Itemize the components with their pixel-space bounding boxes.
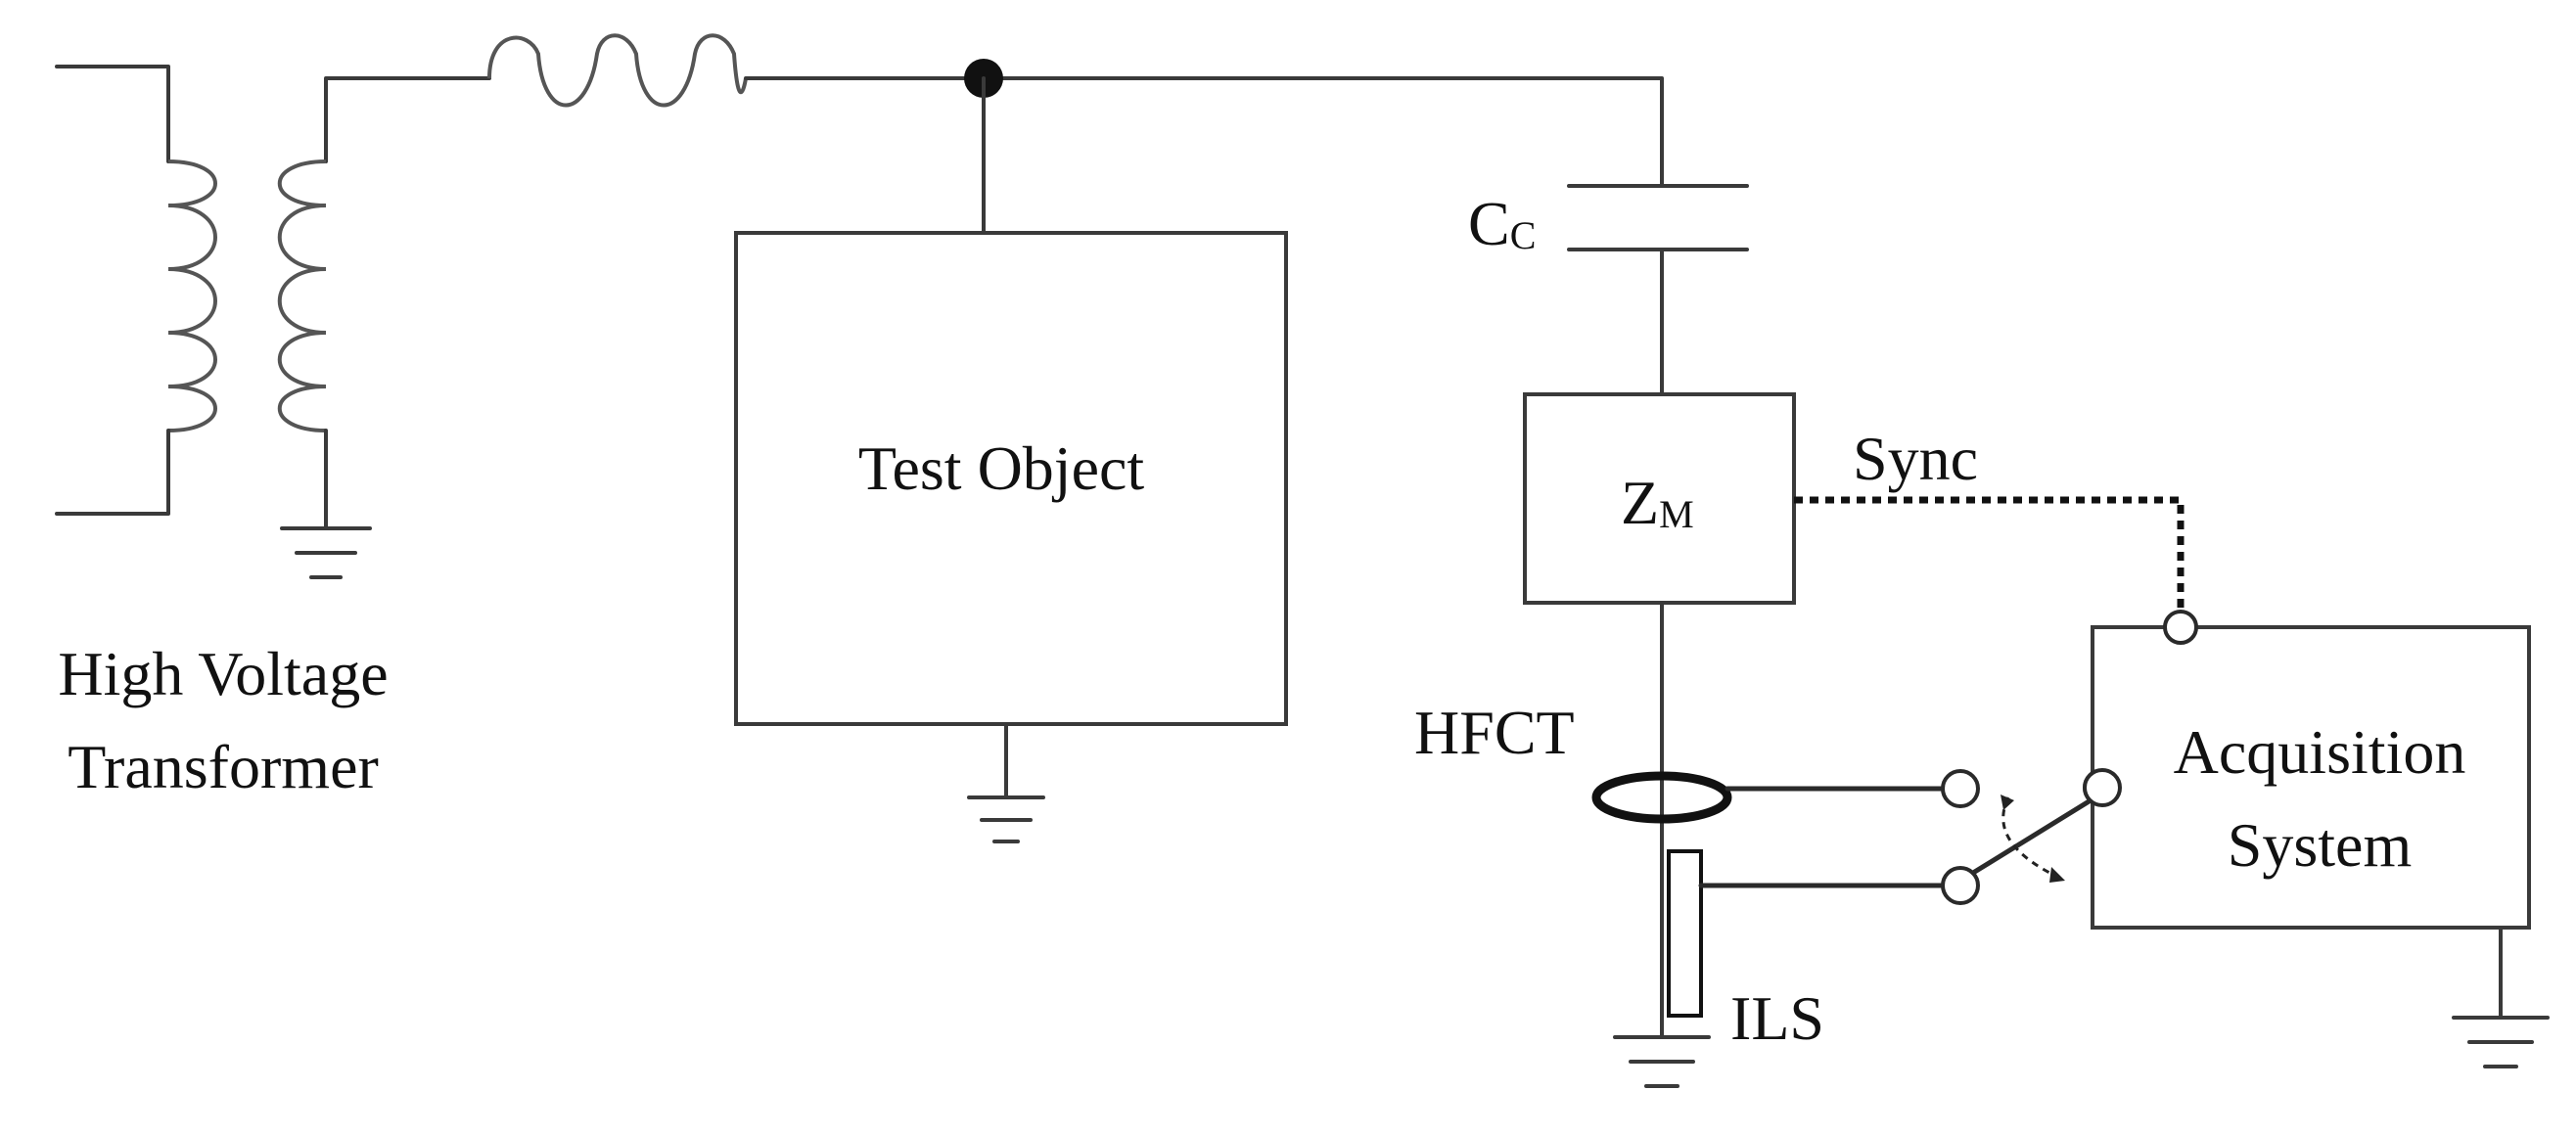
test-object-label: Test Object: [858, 433, 1145, 503]
secondary-lead-top: [324, 76, 491, 163]
test-object: Test Object: [734, 231, 1288, 843]
acquisition-system-box: [2091, 625, 2531, 930]
inductor-coil: [487, 33, 748, 108]
switch-terminal-ils: [1941, 866, 1980, 905]
switch-blade: [1970, 797, 2093, 876]
ils-sensor: ILS: [1667, 849, 1946, 1053]
transformer-label-line2: Transformer: [68, 732, 379, 801]
switch-motion-arrow: [2001, 796, 2056, 878]
ils-label: ILS: [1730, 983, 1824, 1053]
secondary-coil: [277, 159, 327, 432]
transformer-ground-icon: [280, 526, 372, 579]
signal-input-terminal: [2083, 768, 2122, 807]
hfct-ring: [1591, 771, 1732, 824]
hv-bus: [744, 76, 1664, 188]
sync-label: Sync: [1853, 424, 1978, 493]
switch-terminal-hfct: [1941, 769, 1980, 808]
ils-plate: [1667, 849, 1703, 1018]
high-voltage-transformer: High Voltage Transformer: [55, 65, 491, 801]
measuring-impedance-label: ZM: [1621, 468, 1694, 537]
coupling-capacitor-label: CC: [1468, 189, 1536, 258]
acquisition-ground-icon: [2452, 1016, 2550, 1068]
arrowhead-up-icon: [2001, 795, 2014, 810]
test-object-ground-icon: [967, 795, 1045, 843]
series-inductor: [487, 33, 748, 108]
sync-dotted-line: [1794, 496, 2185, 612]
measuring-impedance: ZM: [1523, 392, 1796, 605]
acquisition-label-line1: Acquisition: [2174, 717, 2466, 787]
transformer-label-line1: High Voltage: [58, 639, 388, 708]
coupling-capacitor: CC: [1468, 184, 1749, 396]
sync-input-terminal: [2163, 610, 2198, 645]
primary-lead-top: [55, 65, 170, 163]
primary-coil: [167, 159, 217, 432]
acquisition-system: Acquisition System: [2083, 610, 2550, 1068]
primary-lead-bottom: [55, 429, 170, 516]
hfct-sensor: HFCT: [1414, 698, 1946, 824]
hfct-label: HFCT: [1414, 698, 1575, 767]
arrowhead-down-icon: [2049, 867, 2065, 883]
acquisition-label-line2: System: [2228, 810, 2412, 880]
test-object-box: [734, 231, 1288, 726]
selector-switch: [1941, 768, 2122, 905]
measurement-ground-icon: [1613, 1035, 1711, 1088]
sync-link: Sync: [1794, 424, 2185, 612]
